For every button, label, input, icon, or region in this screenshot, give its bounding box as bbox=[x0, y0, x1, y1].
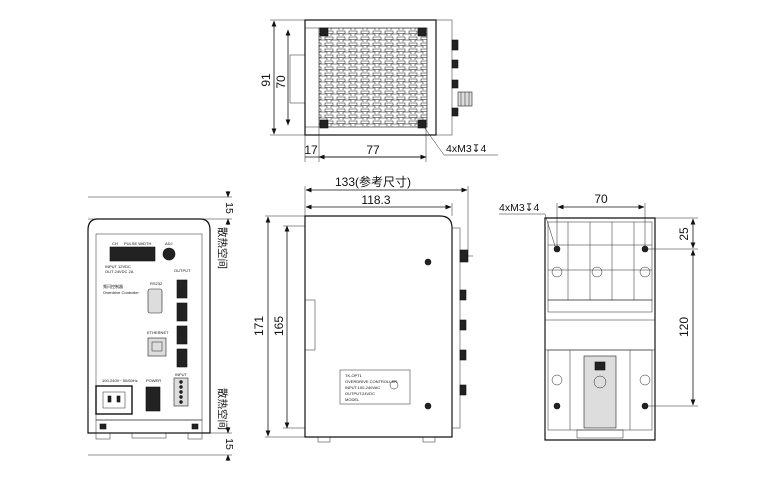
rs232-label: RS232 bbox=[150, 281, 163, 286]
back-view: 70 4xM3↧4 25 120 bbox=[499, 192, 698, 441]
back-mount-hole bbox=[641, 245, 649, 253]
power-switch[interactable] bbox=[145, 386, 161, 412]
front-view: CH PULSE WIDTH ADJ INPUT 12VDC OUT 24VDC… bbox=[87, 191, 235, 461]
ethernet-port[interactable] bbox=[147, 337, 167, 357]
power-spec: 100-240V~ 50/60Hz bbox=[102, 378, 138, 383]
back-view-body bbox=[544, 217, 656, 441]
top-view-mount-hole bbox=[319, 119, 329, 129]
top-dim-width: 77 bbox=[366, 143, 380, 157]
front-dim-top-clearance: 15 bbox=[223, 202, 235, 214]
spec-line: OUT 24VDC 2A bbox=[105, 269, 134, 274]
top-mount-holes-label: 4xM3↧4 bbox=[446, 143, 486, 155]
output-port[interactable] bbox=[176, 325, 188, 345]
ethernet-label: ETHERNET bbox=[147, 330, 169, 335]
side-label-line: OUTPUT:24VDC bbox=[345, 391, 375, 396]
front-foot bbox=[187, 432, 203, 440]
output-port[interactable] bbox=[176, 302, 188, 322]
back-dim-top: 25 bbox=[677, 227, 691, 241]
ac-inlet[interactable] bbox=[95, 385, 133, 415]
side-label-plate bbox=[339, 369, 411, 405]
front-foot bbox=[95, 432, 111, 440]
front-text-top-clearance: 散热空间 bbox=[216, 227, 229, 269]
power-label: POWER bbox=[146, 378, 161, 383]
side-label-line: OVERDRIVE CONTROLLER bbox=[345, 379, 397, 384]
side-screw bbox=[424, 402, 432, 410]
spec-line: INPUT 12VDC bbox=[105, 264, 131, 269]
side-dim-body-length: 118.3 bbox=[361, 193, 390, 207]
front-text-bottom-clearance: 散热空间 bbox=[216, 388, 229, 430]
front-dim-bottom-clearance: 15 bbox=[223, 438, 235, 450]
top-dim-left: 17 bbox=[304, 143, 318, 157]
top-dim-height-inner: 70 bbox=[274, 75, 288, 89]
output-label: OUTPUT bbox=[174, 268, 191, 273]
back-mount-hole bbox=[641, 402, 649, 410]
top-view-mount-hole bbox=[417, 27, 427, 37]
input-label: INPUT bbox=[175, 372, 188, 377]
back-mount-hole bbox=[553, 245, 561, 253]
side-label-line: MODEL bbox=[345, 397, 360, 402]
rs232-port[interactable] bbox=[147, 288, 163, 314]
output-port[interactable] bbox=[176, 348, 188, 368]
top-view-vent-grid bbox=[318, 27, 428, 128]
top-view: 91 70 17 77 4xM3↧4 bbox=[259, 19, 498, 162]
adj-label: ADJ bbox=[165, 241, 173, 246]
top-view-side-panel bbox=[289, 54, 306, 104]
side-label-line: TK-OPT1 bbox=[345, 373, 363, 378]
display-label-pulse-width: PULSE WIDTH bbox=[124, 241, 151, 246]
side-dim-height-total: 171 bbox=[252, 316, 266, 336]
side-foot bbox=[317, 436, 331, 443]
side-view: TK-OPT1 OVERDRIVE CONTROLLER INPUT:100-2… bbox=[252, 174, 473, 443]
back-dim-spacing: 120 bbox=[677, 317, 691, 337]
back-mount-hole bbox=[553, 402, 561, 410]
top-view-mount-hole bbox=[417, 119, 427, 129]
output-port[interactable] bbox=[176, 279, 188, 299]
top-dim-height-total: 91 bbox=[259, 73, 273, 87]
side-dim-height-inner: 165 bbox=[272, 316, 286, 336]
adj-knob[interactable] bbox=[162, 247, 176, 261]
back-mount-holes-label: 4xM3↧4 bbox=[499, 202, 539, 214]
back-dim-width: 70 bbox=[594, 192, 608, 206]
side-dim-total-length: 133(参考尺寸) bbox=[335, 174, 411, 189]
top-view-rear-block bbox=[435, 19, 453, 136]
display-label-ch: CH bbox=[112, 241, 118, 246]
top-view-mount-hole bbox=[319, 27, 329, 37]
product-name-en: Overdrive Controller bbox=[103, 290, 139, 295]
product-name-cn: 频闪控制器 bbox=[103, 283, 123, 289]
side-label-line: INPUT:100-240VAC bbox=[345, 385, 380, 390]
side-foot bbox=[422, 436, 436, 443]
side-screw bbox=[424, 258, 432, 266]
